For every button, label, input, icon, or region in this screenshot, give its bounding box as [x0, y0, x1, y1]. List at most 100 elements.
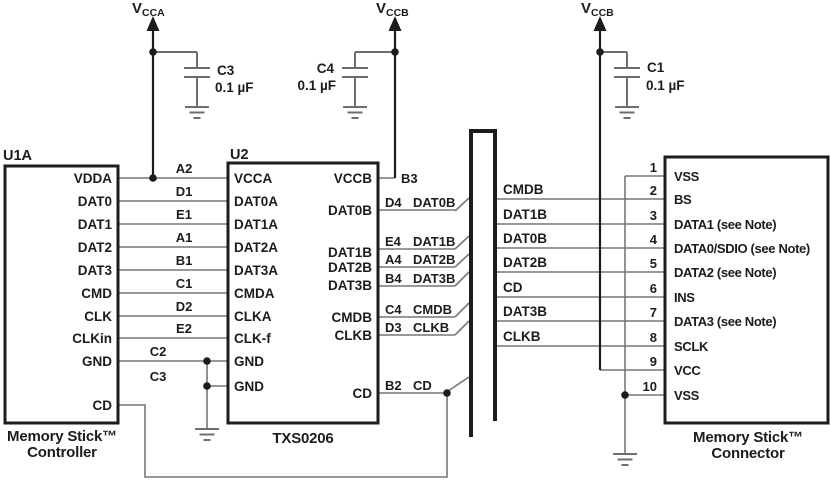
up-arrow-icon	[146, 16, 160, 31]
controller-caption-2: Controller	[27, 444, 97, 461]
crossover-slashes	[447, 197, 470, 392]
pin-designator: A2	[176, 161, 193, 176]
pin-label: DAT1A	[234, 217, 278, 232]
pin-number: 7	[650, 305, 657, 320]
pin-label: CMDA	[234, 286, 275, 301]
pin-designator: E4	[385, 234, 402, 249]
pin-label: GND	[82, 354, 112, 369]
cd-loop-wire	[118, 393, 448, 478]
pin-label: DAT0	[78, 194, 112, 209]
pin-designator: A1	[176, 230, 193, 245]
pin-label: VCC	[674, 363, 701, 378]
up-arrow-icon	[388, 16, 402, 31]
pin-designator: B1	[176, 253, 193, 268]
shifter-ground-icon	[194, 428, 220, 441]
net-label: DAT3B	[413, 271, 455, 286]
pin-designator: B4	[385, 271, 402, 286]
net-label: DAT0B	[413, 195, 455, 210]
ground-icon	[342, 106, 368, 119]
pin-designator: D3	[385, 320, 402, 335]
pin-label: CLKin	[72, 331, 112, 346]
net-label: CD	[503, 280, 523, 295]
pin-label: CMDB	[332, 310, 373, 325]
pin-designator: C4	[385, 302, 402, 317]
pin-label: DATA1 (see Note)	[674, 217, 776, 232]
pin-designator: B3	[401, 171, 418, 186]
pin-label: VSS	[674, 169, 700, 184]
connector-ground-icon	[612, 453, 638, 466]
c4-ref: C4	[317, 61, 335, 76]
vcca-rail	[146, 16, 210, 178]
connector-caption-1: Memory Stick™	[693, 429, 803, 446]
connector-pin-numbers: 1 2 3 4 5 6 7 8 9 10	[643, 160, 658, 394]
pin-number: 10	[643, 379, 657, 394]
pin-label: BS	[674, 192, 692, 207]
pin-label: DAT0A	[234, 194, 278, 209]
pin-label: CLKB	[335, 328, 373, 343]
net-label: CMDB	[503, 182, 544, 197]
shifter-part-number: TXS0206	[272, 430, 333, 447]
pin-label: CLK	[84, 309, 112, 324]
c4-value: 0.1 µF	[297, 78, 336, 93]
vcca-label: VCCA	[132, 0, 165, 19]
pin-number: 6	[650, 281, 657, 296]
pin-label: DATA2 (see Note)	[674, 265, 776, 280]
vccb-right-label: VCCB	[581, 0, 614, 19]
ground-icon	[184, 106, 210, 119]
pin-label: CD	[353, 386, 373, 401]
shifter-output-wires	[378, 177, 455, 394]
shifter-ref: U2	[230, 147, 249, 163]
pin-number: 2	[650, 183, 657, 198]
pin-label: CLKA	[234, 309, 272, 324]
shifter-box	[226, 161, 380, 425]
up-arrow-icon	[593, 16, 607, 31]
c1-value: 0.1 µF	[646, 78, 685, 93]
c3-ref: C3	[217, 63, 235, 78]
shifter-right-pin-labels: VCCB DAT0B DAT1B DAT2B DAT3B CMDB CLKB C…	[328, 171, 372, 401]
pin-designator: C1	[176, 276, 193, 291]
connector-pin-labels: VSS BS DATA1 (see Note) DATA0/SDIO (see …	[674, 169, 810, 403]
pin-label: CLK-f	[234, 331, 271, 346]
c3-value: 0.1 µF	[215, 80, 254, 95]
pin-label: VDDA	[74, 171, 113, 186]
pin-label: DATA0/SDIO (see Note)	[674, 241, 810, 256]
pin-label: SCLK	[674, 339, 709, 354]
pin-label: CD	[93, 398, 113, 413]
pin-designator: C3	[150, 369, 167, 384]
pin-number: 9	[650, 354, 657, 369]
pin-label: GND	[234, 379, 264, 394]
shifter-right-designators: B3 D4 DAT0B E4 DAT1B A4 DAT2B B4 DAT3B C…	[385, 171, 455, 393]
pin-designator: D1	[176, 184, 193, 199]
controller-to-shifter-wires	[118, 177, 228, 429]
controller-pin-labels: VDDA DAT0 DAT1 DAT2 DAT3 CMD CLK CLKin G…	[72, 171, 112, 413]
connector-box	[663, 155, 830, 425]
pin-label: DAT1B	[328, 245, 372, 260]
pin-label: DAT2	[78, 240, 112, 255]
bus-net-labels: CMDB DAT1B DAT0B DAT2B CD DAT3B CLKB	[503, 182, 547, 344]
pin-designator: E2	[176, 321, 192, 336]
controller-ref: U1A	[3, 148, 33, 164]
shifter-left-pin-labels: VCCA DAT0A DAT1A DAT2A DAT3A CMDA CLKA C…	[234, 171, 278, 394]
pin-label: DAT0B	[328, 203, 372, 218]
pin-designator: A4	[385, 252, 402, 267]
pin-label: VCCB	[334, 171, 373, 186]
pin-label: DAT2B	[328, 260, 372, 275]
pin-label: CMD	[81, 286, 112, 301]
net-label: DAT3B	[503, 304, 547, 319]
pin-number: 8	[650, 330, 657, 345]
controller-box	[3, 164, 120, 425]
ground-icon	[614, 106, 640, 119]
shifter-left-designators: A2 D1 E1 A1 B1 C1 D2 E2 C2 C3	[150, 161, 193, 384]
pin-label: INS	[674, 290, 695, 305]
net-label: CD	[413, 378, 432, 393]
connector-caption-2: Connector	[711, 445, 785, 462]
pin-label: VSS	[674, 388, 700, 403]
net-label: DAT1B	[413, 234, 455, 249]
net-label: DAT2B	[503, 255, 547, 270]
vccb-mid-rail	[342, 16, 402, 178]
c1-ref: C1	[647, 60, 665, 75]
net-label: CLKB	[503, 329, 541, 344]
controller-caption-1: Memory Stick™	[7, 428, 117, 445]
vccb-mid-label: VCCB	[376, 0, 409, 19]
vccb-right-rail	[593, 16, 640, 370]
